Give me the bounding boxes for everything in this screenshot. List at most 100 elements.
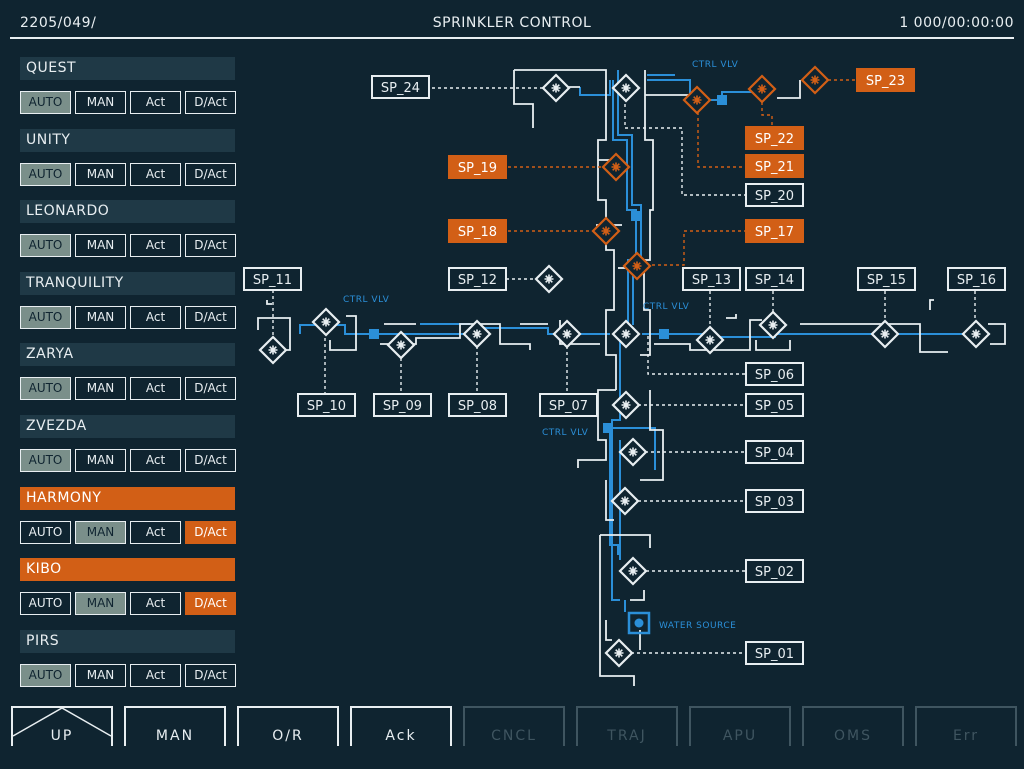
sprinkler-label: SP_16 bbox=[957, 273, 996, 288]
sprinkler-head-icon bbox=[604, 638, 634, 668]
sprinkler-sp-13[interactable]: SP_13 bbox=[682, 267, 741, 291]
water-source-icon bbox=[627, 611, 651, 635]
sprinkler-sp-01[interactable]: SP_01 bbox=[745, 641, 804, 665]
mode-button-dact[interactable]: D/Act bbox=[185, 592, 236, 616]
mode-button-dact[interactable]: D/Act bbox=[185, 663, 236, 687]
mode-button-auto[interactable]: AUTO bbox=[20, 663, 71, 687]
sprinkler-head-icon bbox=[611, 319, 641, 349]
mode-button-act[interactable]: Act bbox=[130, 305, 181, 329]
sprinkler-label: SP_10 bbox=[307, 399, 346, 414]
mode-button-dact[interactable]: D/Act bbox=[185, 377, 236, 401]
sprinkler-head-icon bbox=[870, 319, 900, 349]
sprinkler-head-icon bbox=[758, 310, 788, 340]
mode-button-man[interactable]: MAN bbox=[75, 234, 126, 258]
mode-button-man[interactable]: MAN bbox=[75, 449, 126, 472]
fkey-traj[interactable]: TRAJ bbox=[576, 706, 678, 746]
mode-button-act[interactable]: Act bbox=[130, 91, 181, 114]
sprinkler-sp-09[interactable]: SP_09 bbox=[373, 393, 432, 417]
sprinkler-sp-12[interactable]: SP_12 bbox=[448, 267, 507, 291]
fkey-label: APU bbox=[722, 728, 758, 744]
fkey-label: OMS bbox=[834, 728, 872, 744]
mode-button-act[interactable]: Act bbox=[130, 377, 181, 401]
control-valve-icon bbox=[659, 329, 669, 339]
sprinkler-sp-17[interactable]: SP_17 bbox=[745, 219, 804, 243]
sprinkler-sp-14[interactable]: SP_14 bbox=[745, 267, 804, 291]
mode-button-dact[interactable]: D/Act bbox=[185, 305, 236, 329]
mode-button-man[interactable]: MAN bbox=[75, 592, 126, 616]
mode-button-dact[interactable]: D/Act bbox=[185, 162, 236, 186]
mode-button-man[interactable]: MAN bbox=[75, 377, 126, 401]
sprinkler-head-icon bbox=[552, 319, 582, 349]
fkey-or[interactable]: O/R bbox=[237, 706, 339, 746]
sprinkler-sp-08[interactable]: SP_08 bbox=[448, 393, 507, 417]
sprinkler-sp-05[interactable]: SP_05 bbox=[745, 393, 804, 417]
module-name: HARMONY bbox=[20, 486, 235, 510]
control-valve-icon bbox=[631, 211, 641, 221]
sprinkler-head-icon bbox=[800, 65, 830, 95]
mode-button-auto[interactable]: AUTO bbox=[20, 305, 71, 329]
sprinkler-sp-04[interactable]: SP_04 bbox=[745, 440, 804, 464]
sprinkler-sp-06[interactable]: SP_06 bbox=[745, 362, 804, 386]
sprinkler-sp-18[interactable]: SP_18 bbox=[448, 219, 507, 243]
mode-button-man[interactable]: MAN bbox=[75, 91, 126, 114]
mode-button-dact[interactable]: D/Act bbox=[185, 234, 236, 258]
mode-button-act[interactable]: Act bbox=[130, 663, 181, 687]
sprinkler-label: SP_20 bbox=[755, 189, 794, 204]
fkey-ack[interactable]: Ack bbox=[350, 706, 452, 746]
mode-button-act[interactable]: Act bbox=[130, 449, 181, 472]
mode-button-act[interactable]: Act bbox=[130, 592, 181, 616]
fkey-cncl[interactable]: CNCL bbox=[463, 706, 565, 746]
mode-button-act[interactable]: Act bbox=[130, 520, 181, 544]
sprinkler-label: SP_07 bbox=[549, 399, 588, 414]
fkey-oms[interactable]: OMS bbox=[802, 706, 904, 746]
sprinkler-label: SP_06 bbox=[755, 368, 794, 383]
module-name: QUEST bbox=[20, 57, 235, 80]
sprinkler-sp-24[interactable]: SP_24 bbox=[371, 75, 430, 99]
mode-button-dact[interactable]: D/Act bbox=[185, 520, 236, 544]
mode-button-man[interactable]: MAN bbox=[75, 663, 126, 687]
mode-button-auto[interactable]: AUTO bbox=[20, 377, 71, 401]
fkey-label: Err bbox=[952, 728, 980, 744]
mode-button-dact[interactable]: D/Act bbox=[185, 449, 236, 472]
mode-button-auto[interactable]: AUTO bbox=[20, 162, 71, 186]
sprinkler-label: SP_09 bbox=[383, 399, 422, 414]
sprinkler-sp-02[interactable]: SP_02 bbox=[745, 559, 804, 583]
sprinkler-head-icon bbox=[258, 335, 288, 365]
mode-button-man[interactable]: MAN bbox=[75, 520, 126, 544]
sprinkler-sp-07[interactable]: SP_07 bbox=[539, 393, 598, 417]
sprinkler-sp-20[interactable]: SP_20 bbox=[745, 183, 804, 207]
sprinkler-sp-22[interactable]: SP_22 bbox=[745, 126, 804, 150]
fkey-label: MAN bbox=[155, 728, 195, 744]
sprinkler-sp-19[interactable]: SP_19 bbox=[448, 155, 507, 179]
mode-button-auto[interactable]: AUTO bbox=[20, 520, 71, 544]
ctrl-vlv-label-2: CTRL VLV bbox=[343, 295, 389, 305]
sprinkler-label: SP_24 bbox=[381, 81, 420, 96]
mode-button-auto[interactable]: AUTO bbox=[20, 449, 71, 472]
sprinkler-label: SP_12 bbox=[458, 273, 497, 288]
sprinkler-sp-03[interactable]: SP_03 bbox=[745, 489, 804, 513]
sprinkler-sp-11[interactable]: SP_11 bbox=[243, 267, 302, 291]
sprinkler-sp-16[interactable]: SP_16 bbox=[947, 267, 1006, 291]
sprinkler-sp-15[interactable]: SP_15 bbox=[857, 267, 916, 291]
mode-button-dact[interactable]: D/Act bbox=[185, 91, 236, 114]
sprinkler-label: SP_01 bbox=[755, 647, 794, 662]
fkey-err[interactable]: Err bbox=[915, 706, 1017, 746]
water-source-label: WATER SOURCE bbox=[659, 621, 736, 631]
mode-button-man[interactable]: MAN bbox=[75, 305, 126, 329]
svg-text:CTRL VLV: CTRL VLV bbox=[692, 60, 739, 70]
mode-button-act[interactable]: Act bbox=[130, 162, 181, 186]
mode-button-auto[interactable]: AUTO bbox=[20, 592, 71, 616]
fkey-apu[interactable]: APU bbox=[689, 706, 791, 746]
sprinkler-label: SP_15 bbox=[867, 273, 906, 288]
mode-button-auto[interactable]: AUTO bbox=[20, 234, 71, 258]
sprinkler-sp-10[interactable]: SP_10 bbox=[297, 393, 356, 417]
sprinkler-sp-23[interactable]: SP_23 bbox=[856, 68, 915, 92]
mode-button-act[interactable]: Act bbox=[130, 234, 181, 258]
sprinkler-sp-21[interactable]: SP_21 bbox=[745, 154, 804, 178]
mode-button-man[interactable]: MAN bbox=[75, 162, 126, 186]
fkey-man[interactable]: MAN bbox=[124, 706, 226, 746]
mode-button-auto[interactable]: AUTO bbox=[20, 91, 71, 114]
fkey-up[interactable]: UP bbox=[11, 706, 113, 746]
fkey-label: O/R bbox=[272, 728, 304, 744]
